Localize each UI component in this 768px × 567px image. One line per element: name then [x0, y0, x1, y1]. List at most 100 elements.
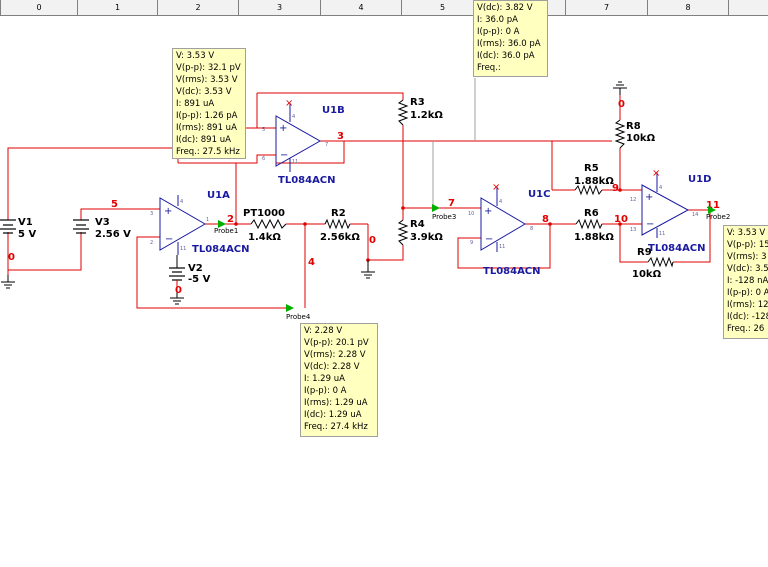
ruler-cell: 7 [565, 0, 647, 15]
u1c-pin: 8 [530, 226, 533, 232]
net-label: 2 [227, 214, 234, 225]
ruler-cell: 5 [401, 0, 483, 15]
u1a-pin: 3 [150, 211, 153, 217]
ruler-cell: 4 [320, 0, 401, 15]
pt1000-ref: PT1000 [243, 208, 285, 219]
battery-v2[interactable]: V2 -5 V [169, 255, 211, 292]
r5-resistor [574, 184, 603, 196]
svg-text:−: − [165, 234, 173, 245]
battery-v3[interactable]: V3 2.56 V [73, 217, 131, 240]
u1c-pin: 10 [468, 211, 474, 217]
r2-ref: R2 [331, 208, 346, 219]
probe4-marker[interactable]: Probe4 [286, 304, 311, 321]
u1a-pin: 4 [180, 199, 183, 205]
readout-line: I(rms): 891 uA [176, 123, 237, 133]
u1a-part: TL084ACN [192, 244, 250, 255]
u1b-part: TL084ACN [278, 175, 336, 186]
readout-line: V(dc): 3.5 [727, 264, 768, 274]
r2-resistor [324, 218, 351, 230]
probe3-label: Probe3 [432, 213, 456, 221]
net-label: 8 [542, 214, 549, 225]
probe2-label: Probe2 [706, 213, 730, 221]
readout-line: I(p-p): 0 A [727, 288, 768, 298]
probe4-label: Probe4 [286, 313, 311, 321]
readout-line: Freq.: 27.4 kHz [304, 422, 368, 432]
readout-line: V(dc): 3.53 V [176, 87, 232, 97]
r8-resistor [614, 119, 626, 149]
r5-ref: R5 [584, 163, 599, 174]
svg-text:×: × [285, 98, 293, 109]
u1d-pin: 4 [659, 185, 662, 191]
u1d-pin: 12 [630, 197, 636, 203]
svg-text:−: − [280, 150, 288, 161]
svg-text:×: × [492, 182, 500, 193]
u1b-ref: U1B [322, 105, 345, 116]
svg-text:+: + [484, 206, 492, 217]
svg-text:+: + [164, 206, 172, 217]
svg-text:+: + [279, 123, 287, 134]
r4-value: 3.9kΩ [410, 232, 443, 243]
readout-line: V(rms): 2.28 V [304, 350, 366, 360]
u1c-pin: 4 [499, 199, 502, 205]
net-label: 10 [614, 214, 628, 225]
readout-line: I(p-p): 0 A [304, 386, 347, 396]
readout-line: V(p-p): 20.1 pV [304, 338, 369, 348]
u1b-pin: 11 [292, 159, 298, 165]
r4-resistor [397, 219, 409, 246]
v1-ref: V1 [18, 217, 33, 228]
readout-line: I(dc): -128 [727, 312, 768, 322]
opamp-u1c[interactable]: + − × 10 9 8 4 11 U1C TL084ACN [468, 182, 550, 277]
net-label: 5 [111, 199, 118, 210]
r5-value: 1.88kΩ [574, 176, 614, 187]
opamp-u1a[interactable]: + − 3 2 1 4 11 U1A TL084ACN [150, 190, 250, 255]
u1d-pin: 13 [630, 227, 636, 233]
ground-symbols [1, 81, 627, 305]
readout-line: V: 2.28 V [304, 326, 343, 336]
opamp-u1d[interactable]: + − × 12 13 14 4 11 U1D TL084ACN [630, 168, 711, 254]
u1c-ref: U1C [528, 189, 550, 200]
u1a-pin: 11 [180, 246, 186, 252]
u1d-pin: 11 [659, 231, 665, 237]
r9-ref: R9 [637, 247, 652, 258]
u1b-pin: 7 [325, 142, 328, 148]
ruler-cell: 1 [77, 0, 157, 15]
probe3-marker[interactable]: Probe3 [432, 204, 456, 221]
v1-value: 5 V [18, 229, 36, 240]
net-label: 11 [706, 200, 720, 211]
net-label: 0 [175, 285, 182, 296]
probe2-marker[interactable]: Probe2 [706, 206, 730, 221]
opamp-u1b[interactable]: + − × 5 6 7 4 11 U1B TL084ACN [262, 98, 345, 186]
u1a-ref: U1A [207, 190, 230, 201]
readout-line: Freq.: 26 [727, 324, 765, 334]
u1b-pin: 4 [292, 114, 295, 120]
r3-value: 1.2kΩ [410, 110, 443, 121]
readout-line: V(p-p): 15 [727, 240, 768, 250]
probe1-marker[interactable]: Probe1 [214, 220, 238, 235]
r3-resistor [397, 99, 409, 126]
battery-v1[interactable]: V1 5 V [0, 217, 36, 240]
r8-value: 10kΩ [626, 133, 656, 144]
v3-ref: V3 [95, 217, 110, 228]
readout-line: Freq.: [477, 63, 501, 73]
probe4-readout: V: 2.28 V V(p-p): 20.1 pV V(rms): 2.28 V… [300, 323, 378, 437]
v3-value: 2.56 V [95, 229, 131, 240]
r9-resistor [647, 256, 674, 268]
readout-line: I(dc): 36.0 pA [477, 51, 535, 61]
readout-line: I: 891 uA [176, 99, 215, 109]
readout-line: V(rms): 3 [727, 252, 767, 262]
r2-value: 2.56kΩ [320, 232, 360, 243]
v2-value: -5 V [188, 274, 211, 285]
readout-line: I(p-p): 0 A [477, 27, 520, 37]
r6-value: 1.88kΩ [574, 232, 614, 243]
ruler-cell: 3 [238, 0, 320, 15]
ruler-cell: 8 [647, 0, 728, 15]
readout-line: I(rms): 36.0 pA [477, 39, 541, 49]
svg-text:−: − [646, 219, 654, 230]
resistors [250, 99, 674, 268]
svg-text:−: − [485, 234, 493, 245]
readout-line: V: 3.53 V [176, 51, 215, 61]
r3-ref: R3 [410, 97, 425, 108]
u1c-pin: 11 [499, 244, 505, 250]
readout-line: V(dc): 3.82 V [477, 3, 533, 13]
